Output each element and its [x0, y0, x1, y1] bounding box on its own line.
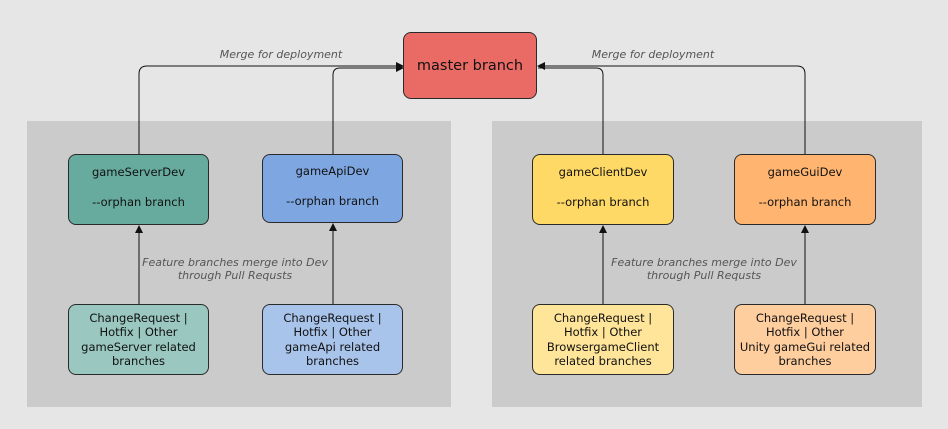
game-server-dev-note: --orphan branch: [92, 194, 185, 209]
feature-label-left: Feature branches merge into Dev through …: [140, 256, 330, 282]
game-server-dev-name: gameServerDev: [91, 164, 186, 179]
client-feature-line: related branches: [554, 354, 652, 368]
server-feature-line: gameServer related: [81, 339, 196, 354]
feature-label-right-line2: through Pull Requsts: [646, 269, 762, 282]
master-branch-node: master branch: [403, 32, 537, 99]
server-feature-line: Hotfix | Other: [99, 325, 178, 339]
master-branch-label: master branch: [416, 57, 524, 74]
edge-server-to-master: [138, 62, 404, 154]
gui-feature-line: Unity gameGui related: [739, 339, 871, 354]
feature-label-left-line2: through Pull Requsts: [177, 269, 293, 282]
game-api-dev-name: gameApiDev: [295, 163, 370, 178]
server-feature-branches-node: ChangeRequest | Hotfix | Other gameServe…: [68, 304, 209, 375]
api-feature-branches-node: ChangeRequest | Hotfix | Other gameApi r…: [262, 304, 403, 375]
feature-label-right-line1: Feature branches merge into Dev: [611, 256, 797, 269]
game-gui-dev-node: gameGuiDev --orphan branch: [734, 154, 876, 225]
edge-gui-to-master: [537, 62, 806, 154]
game-gui-dev-name: gameGuiDev: [767, 164, 843, 179]
server-feature-line: ChangeRequest |: [89, 310, 188, 325]
server-feature-line: branches: [111, 354, 166, 368]
client-feature-line: Hotfix | Other: [563, 325, 643, 339]
game-client-dev-node: gameClientDev --orphan branch: [532, 154, 674, 225]
game-api-dev-note: --orphan branch: [286, 193, 379, 208]
game-api-dev-node: gameApiDev --orphan branch: [262, 154, 403, 223]
gui-feature-line: branches: [778, 354, 832, 368]
edge-client-to-master: [538, 67, 604, 154]
feature-label-right: Feature branches merge into Dev through …: [609, 256, 799, 282]
game-client-dev-name: gameClientDev: [558, 164, 648, 179]
game-gui-dev-note: --orphan branch: [758, 194, 852, 209]
api-feature-line: ChangeRequest |: [283, 310, 382, 325]
merge-label-left: Merge for deployment: [206, 48, 356, 61]
client-feature-branches-node: ChangeRequest | Hotfix | Other Browserga…: [532, 304, 674, 375]
api-feature-line: Hotfix | Other: [293, 325, 372, 339]
client-feature-line: ChangeRequest |: [553, 310, 653, 325]
api-feature-line: branches: [305, 354, 360, 368]
api-feature-line: gameApi related: [284, 339, 381, 354]
game-server-dev-node: gameServerDev --orphan branch: [68, 154, 209, 225]
merge-label-right: Merge for deployment: [578, 48, 728, 61]
edge-api-to-master: [332, 64, 404, 154]
gui-feature-line: ChangeRequest |: [755, 310, 855, 325]
gui-feature-line: Hotfix | Other: [765, 325, 845, 339]
game-client-dev-note: --orphan branch: [556, 194, 650, 209]
feature-label-left-line1: Feature branches merge into Dev: [142, 256, 328, 269]
gui-feature-branches-node: ChangeRequest | Hotfix | Other Unity gam…: [734, 304, 876, 375]
client-feature-line: BrowsergameClient: [546, 339, 660, 354]
